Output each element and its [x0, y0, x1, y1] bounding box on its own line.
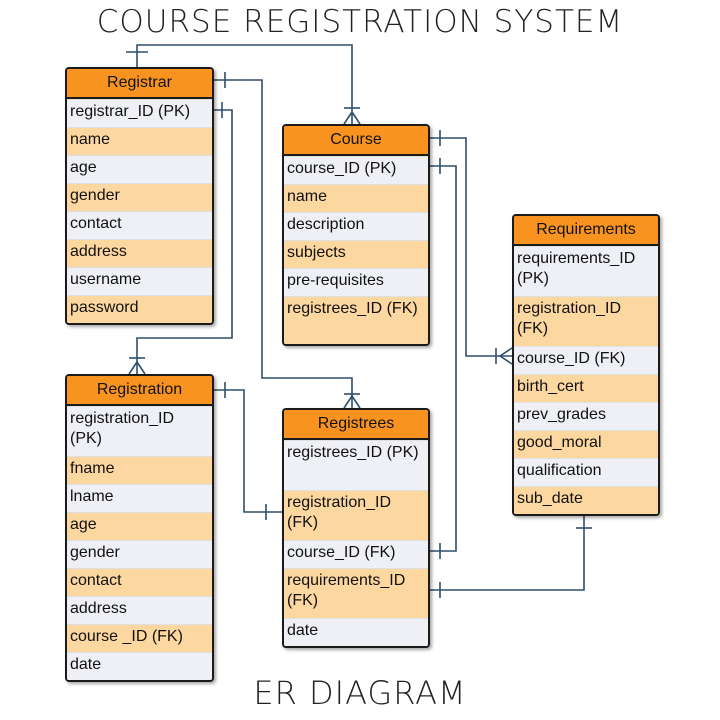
field-row: registrees_ID (PK) — [284, 440, 428, 490]
field-row: course _ID (FK) — [67, 624, 212, 652]
field-row: course_ID (FK) — [284, 540, 428, 568]
field-row: gender — [67, 183, 212, 211]
field-row: address — [67, 596, 212, 624]
field-row: qualification — [514, 458, 658, 486]
link-course-requirements — [426, 137, 512, 357]
entity-course: Course course_ID (PK) name description s… — [282, 124, 430, 346]
field-row: date — [67, 652, 212, 680]
field-row: registration_ID (PK) — [67, 406, 212, 456]
field-row: registration_ID (FK) — [284, 490, 428, 540]
field-row: course_ID (PK) — [284, 156, 428, 184]
field-row: fname — [67, 456, 212, 484]
field-row: contact — [67, 211, 212, 239]
field-row: course_ID (FK) — [514, 346, 658, 374]
link-registration-registrees — [210, 389, 282, 513]
entity-registrees: Registrees registrees_ID (PK) registrati… — [282, 408, 430, 648]
field-row: sub_date — [514, 486, 658, 514]
link-requirements-registrees — [426, 514, 585, 591]
link-registrar-registrees — [210, 79, 353, 408]
field-row: subjects — [284, 240, 428, 268]
diagram-subtitle: ER DIAGRAM — [253, 674, 467, 712]
entity-header: Registrees — [284, 410, 428, 440]
field-row: description — [284, 212, 428, 240]
field-row: lname — [67, 484, 212, 512]
entity-header: Course — [284, 126, 428, 156]
entity-header: Registrar — [67, 69, 212, 99]
field-row: registrees_ID (FK) — [284, 296, 428, 344]
field-row: password — [67, 295, 212, 323]
field-row: pre-requisites — [284, 268, 428, 296]
field-row: name — [284, 184, 428, 212]
entity-registrar: Registrar registrar_ID (PK) name age gen… — [65, 67, 214, 325]
field-row: age — [67, 155, 212, 183]
field-row: date — [284, 618, 428, 646]
field-row: registrar_ID (PK) — [67, 99, 212, 127]
entity-header: Requirements — [514, 216, 658, 246]
entity-requirements: Requirements requirements_ID (PK) regist… — [512, 214, 660, 516]
field-row: gender — [67, 540, 212, 568]
entity-header: Registration — [67, 376, 212, 406]
field-row: name — [67, 127, 212, 155]
field-row: prev_grades — [514, 402, 658, 430]
field-row: age — [67, 512, 212, 540]
link-registrar-course — [136, 44, 353, 124]
diagram-title: COURSE REGISTRATION SYSTEM — [96, 4, 624, 40]
entity-registration: Registration registration_ID (PK) fname … — [65, 374, 214, 682]
field-row: requirements_ID (FK) — [284, 568, 428, 618]
field-row: username — [67, 267, 212, 295]
field-row: registration_ID (FK) — [514, 296, 658, 346]
field-row: good_moral — [514, 430, 658, 458]
field-row: contact — [67, 568, 212, 596]
field-row: address — [67, 239, 212, 267]
link-course-registrees — [426, 165, 457, 552]
link-registrar-registration — [136, 109, 233, 374]
field-row: requirements_ID (PK) — [514, 246, 658, 296]
field-row: birth_cert — [514, 374, 658, 402]
